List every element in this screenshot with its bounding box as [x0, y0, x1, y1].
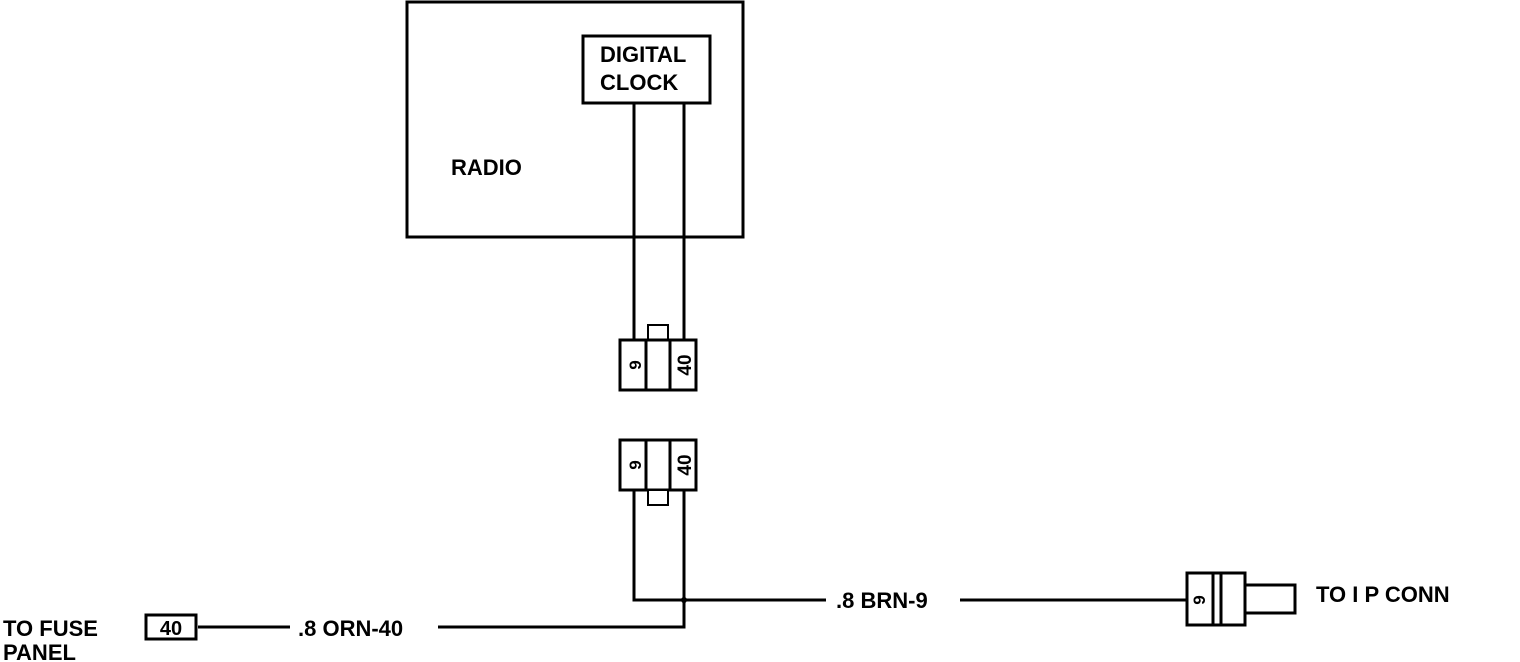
- harness-side-connector: 9 40: [618, 438, 698, 506]
- fuse-40-label: 40: [160, 618, 182, 640]
- wire-orn-label: .8 ORN-40: [298, 616, 403, 641]
- wire-brn-9-left: [632, 490, 826, 602]
- fuse-panel-label-line1: TO FUSE: [3, 616, 98, 641]
- harness-connector-pin-40: 40: [675, 454, 696, 475]
- wire-brn-label: .8 BRN-9: [836, 588, 928, 613]
- fuse-panel-label-line2: PANEL: [3, 640, 76, 662]
- digital-clock-label-line1: DIGITAL: [600, 42, 686, 67]
- radio-side-connector: 9 40: [618, 324, 698, 392]
- fuse-40-box: [144, 613, 198, 641]
- digital-clock-box: [581, 34, 712, 105]
- ip-connector: 9: [1185, 571, 1297, 627]
- wire-orn-40-right: [438, 490, 686, 629]
- radio-connector-pin-9: 9: [626, 360, 645, 369]
- wire-crossing-dot: [681, 597, 687, 603]
- ip-connector-pin-9: 9: [1190, 595, 1209, 604]
- radio-label: RADIO: [451, 155, 522, 180]
- digital-clock-label-line2: CLOCK: [600, 70, 678, 95]
- radio-connector-pin-40: 40: [675, 354, 696, 375]
- harness-connector-pin-9: 9: [626, 460, 645, 469]
- ip-conn-label: TO I P CONN: [1316, 582, 1450, 607]
